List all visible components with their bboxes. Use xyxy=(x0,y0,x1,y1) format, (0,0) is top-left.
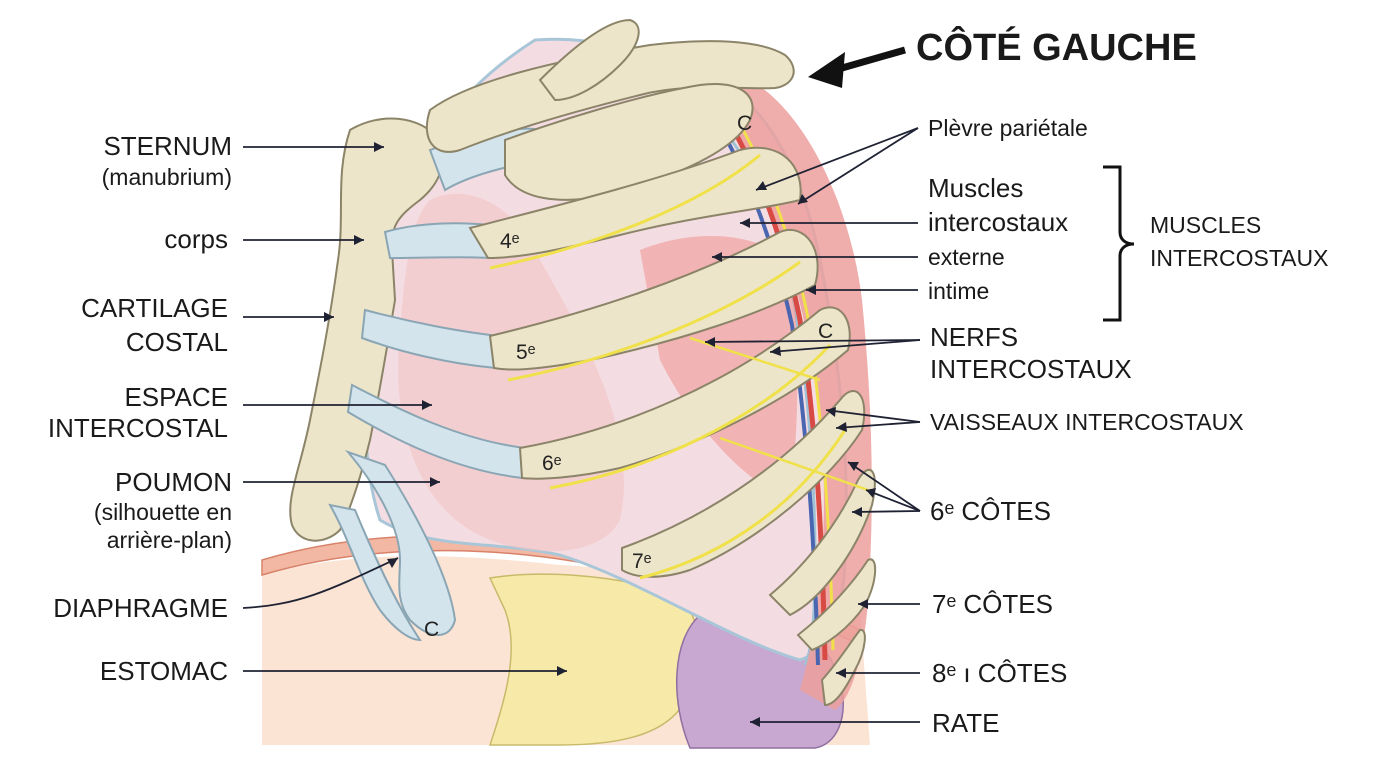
cartilage-8 xyxy=(328,503,422,642)
label-rate-text: RATE xyxy=(932,708,999,738)
rib-nerve-7 xyxy=(639,429,847,580)
title-arrow xyxy=(834,46,906,74)
label-sternum-line2: (manubrium) xyxy=(102,164,232,190)
rib-9 xyxy=(796,558,877,652)
rib-6 xyxy=(518,306,851,480)
label-cotes6: 6ᵉ CÔTES xyxy=(847,461,1051,526)
c-mark-1: C xyxy=(737,112,752,135)
label-estomac: ESTOMAC xyxy=(100,656,567,686)
cartilage-7 xyxy=(344,449,457,636)
label-espace: ESPACE INTERCOSTAL xyxy=(48,382,432,443)
label-cotes7: 7ᵉ CÔTES xyxy=(858,589,1053,619)
muscles-group-bracket: MUSCLES INTERCOSTAUX xyxy=(1103,165,1328,322)
label-poumon-line3: arrière-plan) xyxy=(107,527,232,553)
title-arrowhead xyxy=(808,52,845,88)
label-corps-text: corps xyxy=(164,224,228,254)
rib-number-5: 5ᵉ xyxy=(516,341,536,364)
label-intime-text: intime xyxy=(928,278,989,304)
label-muscles-group-line1: MUSCLES xyxy=(1150,212,1261,238)
rib-nerve-4 xyxy=(489,153,761,270)
label-plevre-text: Plèvre pariétale xyxy=(928,115,1088,141)
label-cotes8: 8ᵉ ı CÔTES xyxy=(836,658,1067,688)
label-vaisseaux-text: VAISSEAUX INTERCOSTAUX xyxy=(930,409,1244,435)
label-espace-line1: ESPACE xyxy=(124,382,228,412)
label-estomac-text: ESTOMAC xyxy=(100,656,228,686)
rib-5 xyxy=(488,229,819,371)
rib-7 xyxy=(621,390,866,578)
label-cotes6-text: 6ᵉ CÔTES xyxy=(930,496,1051,526)
label-nerfs: NERFS INTERCOSTAUX xyxy=(704,322,1132,384)
label-cartilage-line2: COSTAL xyxy=(126,327,228,357)
label-diaphragme-text: DIAPHRAGME xyxy=(53,593,228,623)
label-externe: externe xyxy=(712,244,1005,270)
label-sternum: STERNUM (manubrium) xyxy=(102,131,384,190)
label-muscles: Muscles intercostaux xyxy=(740,173,1068,237)
label-muscles-group-line2: INTERCOSTAUX xyxy=(1150,245,1328,271)
rib-10 xyxy=(820,629,866,707)
title: CÔTÉ GAUCHE xyxy=(916,24,1197,69)
label-muscles-line2: intercostaux xyxy=(928,207,1068,237)
rib-8 xyxy=(768,468,876,617)
label-poumon-line1: POUMON xyxy=(115,467,232,497)
label-cotes8-text: 8ᵉ ı CÔTES xyxy=(932,658,1067,688)
branch-nerve-b xyxy=(719,436,869,492)
label-sternum-line1: STERNUM xyxy=(103,131,232,161)
label-vaisseaux: VAISSEAUX INTERCOSTAUX xyxy=(825,407,1244,435)
label-muscles-line1: Muscles xyxy=(928,173,1023,203)
rib-number-7: 7ᵉ xyxy=(632,550,652,573)
label-poumon: POUMON (silhouette en arrière-plan) xyxy=(94,467,440,553)
label-espace-line2: INTERCOSTAL xyxy=(48,413,228,443)
label-rate: RATE xyxy=(750,708,999,738)
rib-nerve-5 xyxy=(507,260,801,382)
rib-3 xyxy=(504,83,754,201)
label-cartilage-line1: CARTILAGE xyxy=(81,293,228,323)
label-intime: intime xyxy=(806,278,989,304)
c-mark-2: C xyxy=(818,320,833,343)
label-diaphragme: DIAPHRAGME xyxy=(53,557,399,623)
rib-number-4: 4ᵉ xyxy=(500,230,520,253)
label-poumon-line2: (silhouette en xyxy=(94,499,232,525)
label-corps: corps xyxy=(164,224,364,254)
label-externe-text: externe xyxy=(928,244,1005,270)
first-rib xyxy=(538,18,640,102)
label-plevre: Plèvre pariétale xyxy=(755,115,1088,205)
c-mark-3: C xyxy=(424,618,439,641)
label-nerfs-line1: NERFS xyxy=(930,322,1018,352)
label-nerfs-line2: INTERCOSTAUX xyxy=(930,354,1132,384)
label-cotes7-text: 7ᵉ CÔTES xyxy=(932,589,1053,619)
rib-number-6: 6ᵉ xyxy=(542,452,562,475)
label-cartilage: CARTILAGE COSTAL xyxy=(81,293,334,357)
